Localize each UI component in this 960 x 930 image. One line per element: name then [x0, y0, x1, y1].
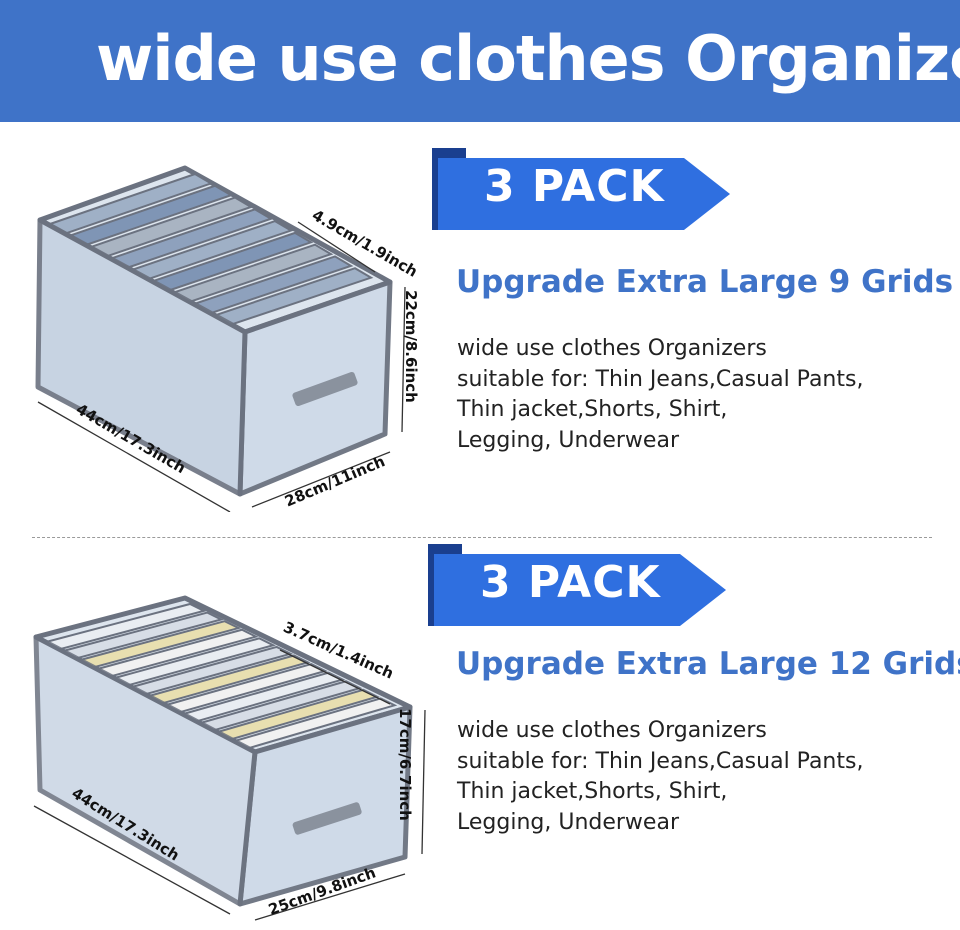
handle: [292, 371, 358, 407]
description-line: Thin jacket,Shorts, Shirt,: [457, 779, 728, 804]
folded-clothes: [47, 172, 374, 326]
description: wide use clothes Organizers suitable for…: [457, 334, 863, 456]
dimension-height: 22cm/8.6inch: [402, 290, 420, 403]
pack-ribbon: 3 PACK: [432, 148, 732, 230]
description-line: Thin jacket,Shorts, Shirt,: [457, 397, 728, 422]
description-line: suitable for: Thin Jeans,Casual Pants,: [457, 748, 864, 774]
section-divider: [32, 537, 932, 538]
description-line: Legging, Underwear: [457, 809, 679, 835]
product-section-12-grids: 3.7cm/1.4inch 17cm/6.7inch 25cm/9.8inch …: [0, 540, 960, 930]
upgrade-title: Upgrade Extra Large 12 Grids: [456, 646, 960, 682]
product-section-9-grids: 4.9cm/1.9inch 22cm/8.6inch 28cm/11inch 4…: [0, 122, 960, 512]
pack-label: 3 PACK: [480, 557, 661, 608]
description-line: wide use clothes Organizers: [457, 718, 767, 743]
description-line: Legging, Underwear: [457, 427, 679, 453]
folded-clothes: [43, 602, 398, 750]
organizer-12-grids-image: [33, 595, 426, 921]
description-line: suitable for: Thin Jeans,Casual Pants,: [457, 366, 864, 392]
pack-ribbon: 3 PACK: [428, 544, 728, 626]
upgrade-title: Upgrade Extra Large 9 Grids: [456, 264, 954, 300]
description-line: wide use clothes Organizers: [457, 336, 767, 361]
dimension-height: 17cm/6.7inch: [396, 708, 414, 821]
pack-label: 3 PACK: [484, 161, 665, 212]
header-banner: wide use clothes Organizers: [0, 0, 960, 122]
handle: [292, 802, 362, 835]
banner-title: wide use clothes Organizers: [96, 22, 960, 95]
description: wide use clothes Organizers suitable for…: [457, 716, 863, 838]
organizer-9-grids-image: [35, 165, 406, 512]
